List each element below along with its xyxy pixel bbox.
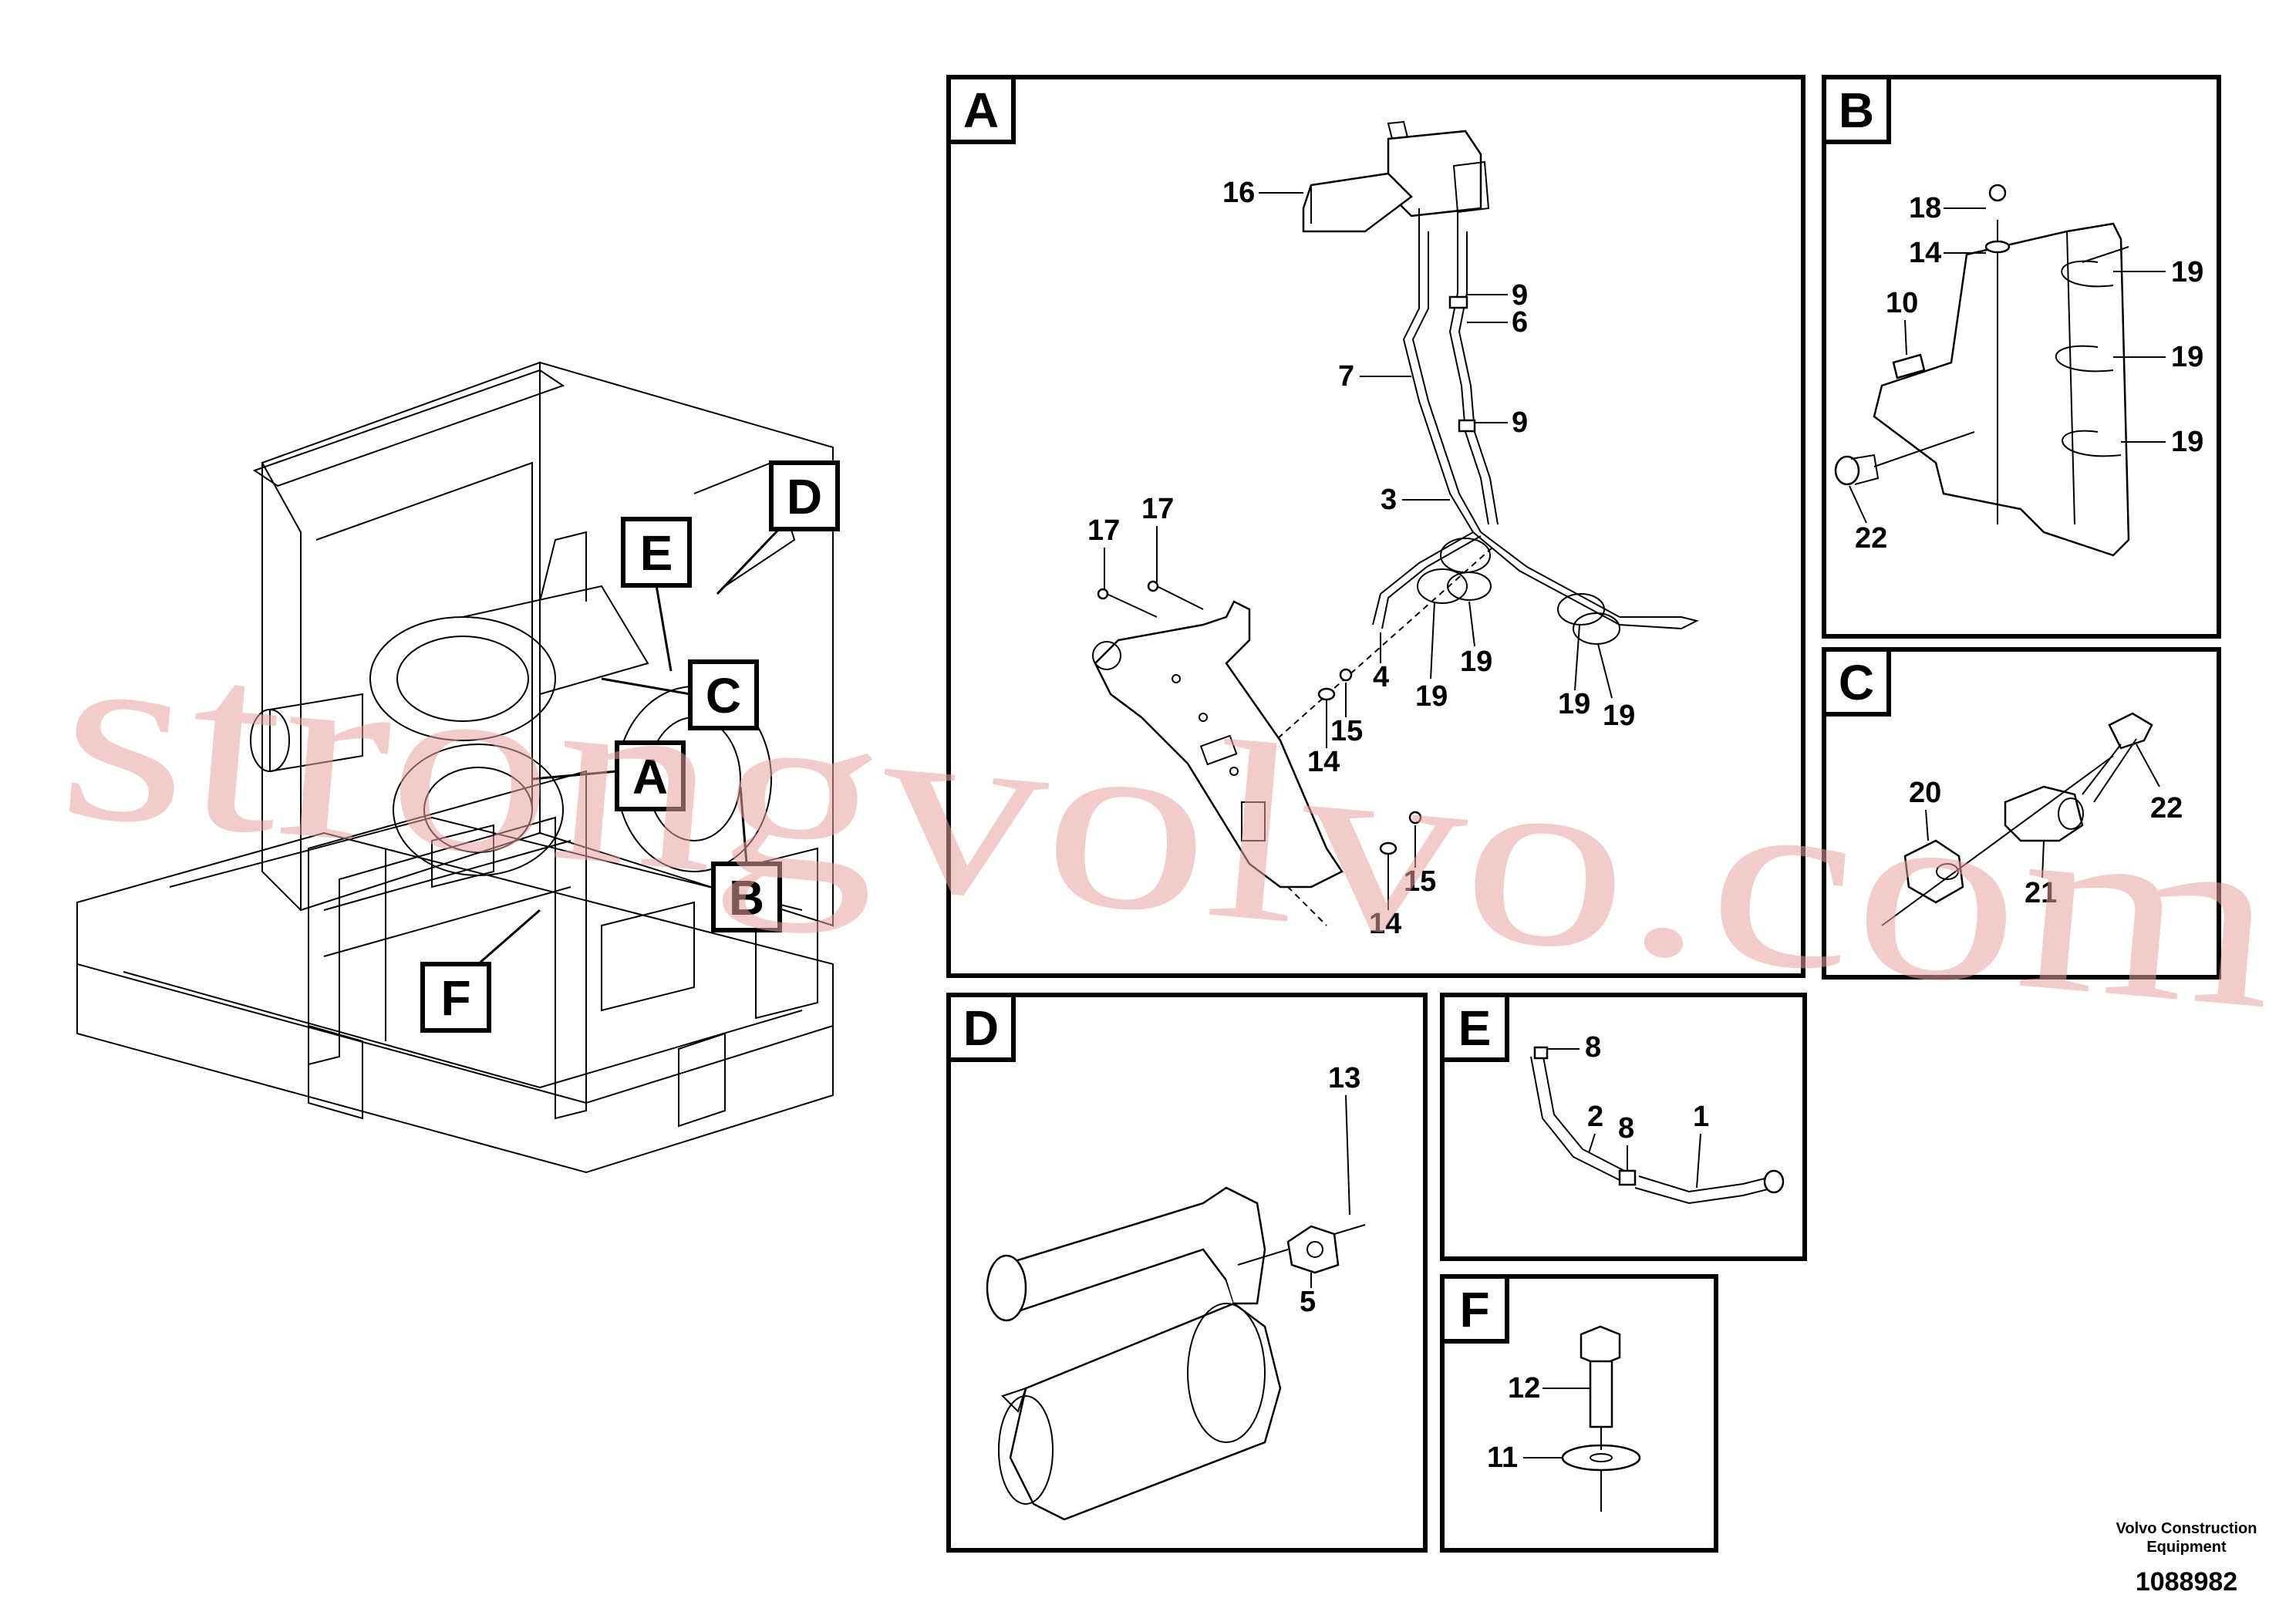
label-22-c: 22 [2150,792,2183,824]
label-11: 11 [1487,1442,1518,1474]
label-16: 16 [1222,177,1255,209]
panel-a-badge [946,75,1016,144]
label-19-b3: 19 [2171,426,2203,458]
label-18: 18 [1909,192,1941,224]
label-14-upper: 14 [1307,746,1340,778]
panel-b-letter: B [1839,83,1874,138]
label-5: 5 [1300,1286,1316,1318]
mounting-plate [1092,600,1344,889]
panel-b-badge [1822,75,1891,144]
svg-text:F: F [440,970,470,1026]
panel-e: E 8 2 8 1 [1440,993,1807,1261]
bracket-16 [1302,172,1413,233]
label-22-b: 22 [1855,522,1887,555]
label-19-c: 19 [1558,688,1590,720]
svg-text:A: A [632,749,668,804]
label-6: 6 [1512,306,1528,339]
panel-c: C 20 22 21 [1822,647,2221,980]
label-9-lower: 9 [1512,406,1528,439]
clamp-9-lower [1458,419,1476,433]
panel-d-letter: D [963,1000,999,1056]
label-12: 12 [1508,1372,1540,1404]
label-17-right: 17 [1141,493,1174,525]
svg-text:E: E [640,525,673,581]
panel-c-letter: C [1839,655,1874,710]
panel-a: A [946,75,1805,978]
panel-f: F 12 11 [1440,1274,1718,1553]
label-19-b: 19 [1460,646,1492,678]
panel-d-badge [946,993,1016,1062]
label-1: 1 [1693,1101,1709,1133]
label-20: 20 [1909,777,1941,809]
brand-line-2: Equipment [2146,1539,2227,1556]
callout-b[interactable]: B [711,786,782,932]
callout-c[interactable]: C [601,659,759,730]
label-14-lower: 14 [1369,908,1401,940]
panel-d: D 13 5 [946,993,1428,1553]
callout-d[interactable]: D [716,460,840,595]
panel-f-letter: F [1459,1282,1489,1337]
label-21: 21 [2025,877,2057,909]
panel-e-badge [1440,993,1509,1062]
label-3: 3 [1381,484,1397,516]
callout-f[interactable]: F [420,909,541,1033]
label-15-upper: 15 [1330,715,1363,747]
label-19-d: 19 [1603,700,1635,732]
drawing-number: 1088982 [2136,1567,2237,1597]
overview-callouts: D E C A B F [420,460,840,1033]
callout-e[interactable]: E [621,517,692,672]
label-8-lower: 8 [1618,1112,1634,1145]
label-7: 7 [1338,360,1354,393]
panel-c-badge [1822,647,1891,717]
label-19-a: 19 [1415,680,1448,713]
svg-text:D: D [787,469,822,524]
label-2: 2 [1587,1101,1603,1133]
label-14-b: 14 [1909,237,1941,269]
machine-overview [76,361,834,1174]
callout-a[interactable]: A [531,740,686,811]
screw-17-left [1097,588,1158,618]
label-19-b1: 19 [2171,256,2203,288]
panel-b: B 18 14 10 19 19 19 22 [1822,75,2221,639]
label-4: 4 [1373,661,1389,693]
label-10: 10 [1886,287,1918,319]
svg-text:C: C [706,668,741,723]
label-15-lower: 15 [1404,865,1436,898]
sensor-module [1387,120,1490,231]
panel-e-letter: E [1458,1000,1492,1056]
panel-f-badge [1440,1274,1509,1344]
footer: Volvo Construction Equipment 1088982 [2116,1520,2257,1597]
label-17-left: 17 [1087,514,1120,547]
brand-line-1: Volvo Construction [2116,1520,2257,1537]
clamp-9-upper [1448,295,1468,309]
label-9-upper: 9 [1512,279,1528,312]
panel-a-letter: A [963,83,999,138]
label-13: 13 [1328,1062,1360,1094]
svg-text:B: B [729,870,764,926]
screw-17-right [1147,580,1204,610]
label-8-upper: 8 [1585,1031,1601,1064]
label-19-b2: 19 [2171,341,2203,373]
